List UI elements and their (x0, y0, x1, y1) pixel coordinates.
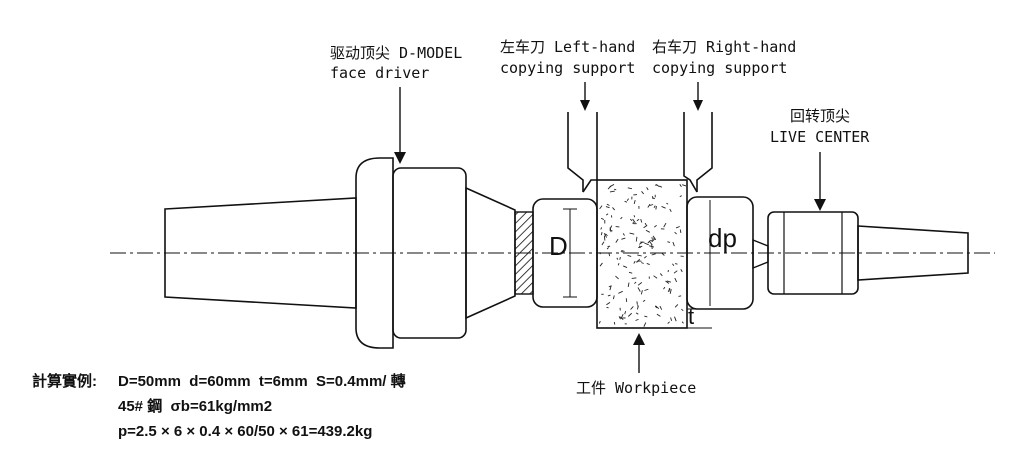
right-support-label-en: copying support (652, 59, 787, 78)
left-tool-edge (583, 112, 597, 192)
dim-D-label: D (549, 232, 568, 260)
calc-line-2: 45# 鋼 σb=61kg/mm2 (118, 396, 272, 418)
cutting-zone (597, 180, 687, 328)
arrow-face-driver (394, 87, 406, 164)
driver-hatched-pins (515, 212, 533, 294)
calc-line-3: p=2.5 × 6 × 0.4 × 60/50 × 61=439.2kg (118, 421, 372, 443)
arrow-left-support (580, 82, 590, 111)
arrow-right-support (693, 82, 703, 111)
right-tool-holder (697, 112, 712, 192)
left-support-label-en: copying support (500, 59, 635, 78)
arrow-workpiece (633, 333, 645, 373)
arrow-live-center (814, 152, 826, 211)
workpiece-center-hole (753, 240, 768, 268)
left-support-label-cn: 左车刀 Left-hand (500, 38, 635, 57)
live-center-label-en: LIVE CENTER (770, 128, 869, 147)
face-driver-label-en: face driver (330, 64, 429, 83)
dim-t-label: t (688, 306, 694, 328)
cutting-zone-stipple (599, 184, 686, 326)
calc-heading: 計算實例: (32, 371, 97, 393)
workpiece-label: 工件 Workpiece (576, 379, 696, 398)
face-driver-label-cn: 驱动顶尖 D-MODEL (330, 44, 462, 63)
left-tool-holder (568, 112, 583, 192)
calc-line-1: D=50mm d=60mm t=6mm S=0.4mm/ 轉 (118, 371, 406, 393)
dim-dp-label: dp (708, 224, 737, 252)
right-support-label-cn: 右车刀 Right-hand (652, 38, 796, 57)
live-center-label-cn: 回转顶尖 (790, 107, 850, 126)
